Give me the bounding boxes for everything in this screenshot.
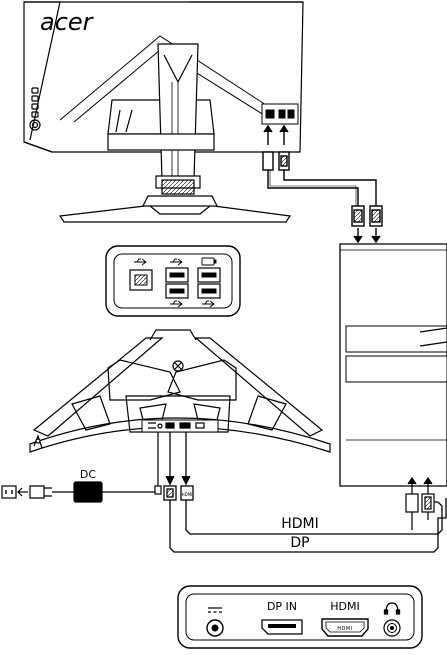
acer-logo: acer xyxy=(40,8,95,36)
svg-text:HDMI: HDMI xyxy=(182,492,193,497)
dc-power-symbol xyxy=(208,607,222,613)
dc-in-port xyxy=(206,619,224,637)
monitor-usb-upstream-port xyxy=(261,103,299,125)
hdmi-port-label: HDMI xyxy=(330,600,359,613)
dp-in-port xyxy=(261,619,303,635)
usb-icon xyxy=(134,258,215,308)
monitor-bottom-view xyxy=(29,329,331,453)
dp-in-label: DP IN xyxy=(267,600,297,613)
usb-hub-panel xyxy=(105,245,241,317)
dp-hdmi-cables: HDMI xyxy=(163,432,447,553)
port-panel xyxy=(177,585,423,649)
headphone-icon xyxy=(383,602,401,615)
pc-cable-connectors xyxy=(405,476,435,530)
usb-cable-monitor-to-pc xyxy=(262,124,383,244)
hdmi-port-text: HDMI xyxy=(337,626,352,632)
headphone-port xyxy=(383,619,401,637)
monitor-stand xyxy=(58,43,292,223)
dp-cable-label: DP xyxy=(290,535,309,551)
power-cable xyxy=(1,432,162,503)
hdmi-cable-label: HDMI xyxy=(281,516,319,532)
battery-usb-icon xyxy=(201,257,217,266)
pc-tower xyxy=(339,243,447,487)
dc-label: DC xyxy=(80,468,96,481)
hdmi-port xyxy=(321,618,369,637)
